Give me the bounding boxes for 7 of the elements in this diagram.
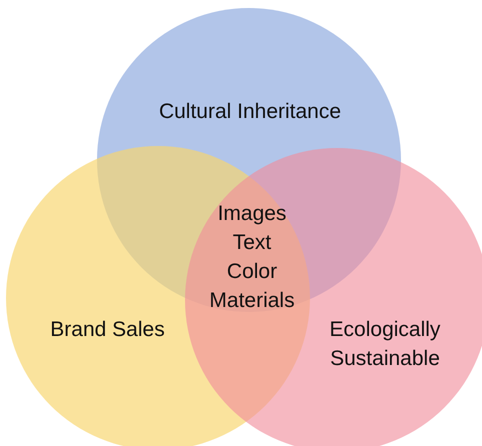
- overlap-label: Images: [216, 201, 288, 227]
- circle-label: Ecologically Sustainable: [328, 317, 442, 372]
- overlap-label: Materials: [208, 288, 296, 314]
- circle-label: Cultural Inheritance: [158, 99, 342, 125]
- circle-label: Brand Sales: [49, 317, 166, 343]
- overlap-label: Color: [226, 259, 278, 285]
- overlap-label: Text: [232, 230, 272, 256]
